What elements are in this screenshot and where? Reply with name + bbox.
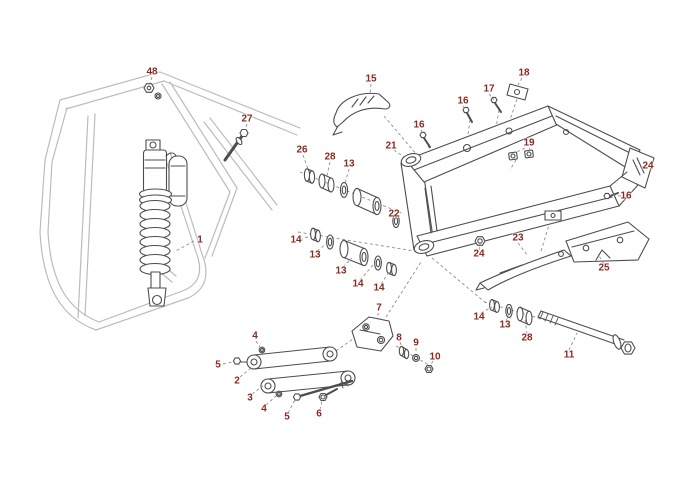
pivot-bushings-upper [303, 168, 400, 229]
cushion-lever-bracket [351, 316, 434, 374]
slider-mount-hardware [419, 83, 534, 161]
motorcycle-frame-outline [39, 71, 301, 331]
pivot-bushings-lower [310, 227, 397, 277]
pivot-shaft-assembly [489, 299, 636, 355]
shock-mount-fasteners [143, 83, 162, 100]
chain-slider [332, 92, 391, 136]
rear-shock-absorber [138, 139, 188, 307]
callout-leader-lines [149, 76, 643, 414]
chain-guard [475, 221, 650, 291]
swingarm [400, 105, 655, 257]
torque-link-assembly [232, 346, 356, 402]
shock-bolt [223, 128, 249, 162]
